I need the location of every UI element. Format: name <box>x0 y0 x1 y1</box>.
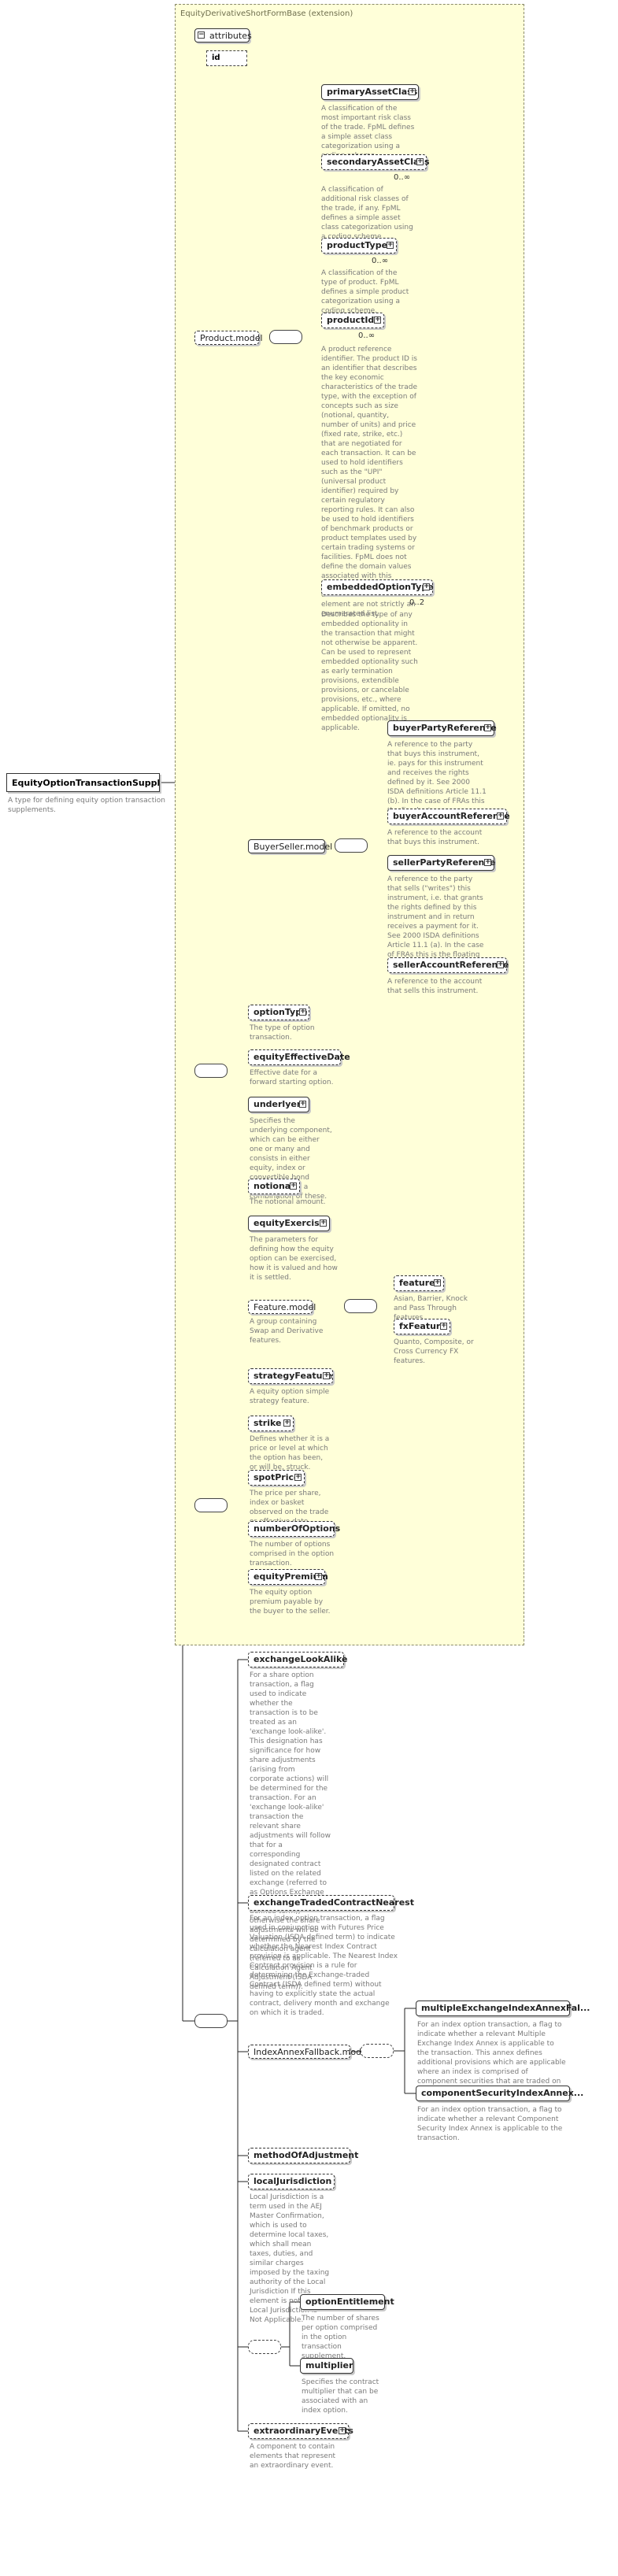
product-model-group[interactable]: Product.model <box>194 331 263 345</box>
expand-icon[interactable]: + <box>497 960 504 968</box>
sequence-compositor-buyer-seller[interactable] <box>335 838 368 853</box>
sequence-compositor-base[interactable] <box>194 1064 228 1078</box>
element-seller-account-reference[interactable]: sellerAccountReference+ <box>387 957 509 973</box>
root-element[interactable]: EquityOptionTransactionSupple... <box>6 773 160 792</box>
element-spot-price[interactable]: spotPrice+ <box>248 1470 305 1486</box>
feature-model-group[interactable]: Feature.model <box>248 1300 316 1314</box>
expand-icon[interactable]: + <box>416 157 424 165</box>
expand-icon[interactable]: + <box>283 1419 290 1427</box>
expand-icon[interactable]: + <box>320 1219 327 1227</box>
expand-icon[interactable]: + <box>434 1279 441 1286</box>
element-equity-premium[interactable]: equityPremium+ <box>248 1569 328 1585</box>
sequence-compositor-product[interactable] <box>269 330 302 344</box>
collapse-icon[interactable]: − <box>198 31 205 39</box>
index-annex-fallback-model-group[interactable]: IndexAnnexFallback.model <box>248 2045 369 2059</box>
element-equity-exercise[interactable]: equityExercise+ <box>248 1216 330 1231</box>
sequence-compositor-feature[interactable] <box>344 1299 377 1313</box>
root-description: A type for defining equity option transa… <box>8 797 165 814</box>
element-number-of-options[interactable]: numberOfOptions <box>248 1521 340 1537</box>
choice-compositor-entitlement[interactable] <box>248 2340 281 2354</box>
expand-icon[interactable]: + <box>440 1322 447 1330</box>
expand-icon[interactable]: + <box>423 583 430 590</box>
expand-icon[interactable]: + <box>299 1008 306 1016</box>
expand-icon[interactable]: + <box>497 812 504 820</box>
element-method-of-adjustment[interactable]: methodOfAdjustment <box>248 2148 358 2163</box>
expand-icon[interactable]: + <box>290 1182 297 1190</box>
element-fx-feature[interactable]: fxFeature+ <box>394 1319 450 1334</box>
element-buyer-party-reference[interactable]: buyerPartyReference+ <box>387 720 497 736</box>
expand-icon[interactable]: + <box>299 1100 306 1108</box>
attribute-id[interactable]: id <box>206 50 247 66</box>
expand-icon[interactable]: + <box>315 1572 322 1580</box>
element-option-type[interactable]: optionType+ <box>248 1005 309 1020</box>
expand-icon[interactable]: + <box>484 724 491 731</box>
expand-icon[interactable]: + <box>409 87 416 95</box>
element-local-jurisdiction[interactable]: localJurisdiction <box>248 2174 335 2189</box>
expand-icon[interactable]: + <box>484 858 491 866</box>
element-embedded-option-type[interactable]: embeddedOptionType+ <box>321 579 434 595</box>
expand-icon[interactable]: + <box>387 241 394 249</box>
element-seller-party-reference[interactable]: sellerPartyReference+ <box>387 855 495 871</box>
element-buyer-account-reference[interactable]: buyerAccountReference+ <box>387 809 510 824</box>
element-exchange-look-alike[interactable]: exchangeLookAlike <box>248 1652 347 1667</box>
attributes-box[interactable]: − attributes <box>194 28 252 43</box>
element-multiple-exchange-index-annex-fallback[interactable]: multipleExchangeIndexAnnexFal... <box>416 2000 590 2016</box>
element-notional[interactable]: notional+ <box>248 1179 300 1194</box>
sequence-compositor-supplement[interactable] <box>194 2014 228 2028</box>
expand-icon[interactable]: + <box>294 1473 302 1481</box>
element-exchange-traded-contract-nearest[interactable]: exchangeTradedContractNearest <box>248 1895 414 1911</box>
element-strike[interactable]: strike+ <box>248 1416 294 1431</box>
element-primary-asset-class[interactable]: primaryAssetClass+ <box>321 84 419 100</box>
element-option-entitlement[interactable]: optionEntitlement <box>300 2294 394 2310</box>
element-extraordinary-events[interactable]: extraordinaryEvents+ <box>248 2423 353 2439</box>
element-strategy-feature[interactable]: strategyFeature+ <box>248 1368 333 1384</box>
element-equity-effective-date[interactable]: equityEffectiveDate <box>248 1049 350 1065</box>
element-product-id[interactable]: productId+ <box>321 313 384 328</box>
element-secondary-asset-class[interactable]: secondaryAssetClass+ <box>321 154 430 170</box>
element-component-security-index-annex[interactable]: componentSecurityIndexAnnex... <box>416 2086 583 2101</box>
buyer-seller-model-group[interactable]: BuyerSeller.model <box>248 839 332 853</box>
element-underlyer[interactable]: underlyer+ <box>248 1097 309 1112</box>
element-multiplier[interactable]: multiplier <box>300 2358 353 2374</box>
sequence-compositor-option[interactable] <box>194 1498 228 1512</box>
choice-compositor-index-annex[interactable] <box>361 2044 394 2058</box>
element-feature[interactable]: feature+ <box>394 1275 444 1291</box>
root-element-label: EquityOptionTransactionSupple... <box>12 778 160 788</box>
expand-icon[interactable]: + <box>374 316 381 324</box>
expand-icon[interactable]: + <box>323 1371 330 1379</box>
expand-icon[interactable]: + <box>339 2426 346 2434</box>
extension-box: EquityDerivativeShortFormBase (extension… <box>175 4 524 1645</box>
extension-title: EquityDerivativeShortFormBase (extension… <box>180 9 353 18</box>
element-product-type[interactable]: productType+ <box>321 238 397 254</box>
